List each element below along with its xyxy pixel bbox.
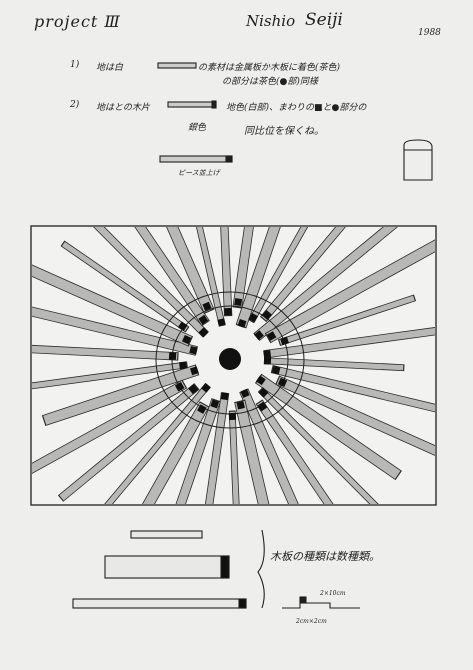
stick [264,227,435,344]
stick [232,227,273,309]
black-square [258,387,269,398]
black-square [177,321,188,332]
black-square [201,382,211,393]
black-square [202,301,212,311]
black-square [277,377,288,388]
stick [234,399,301,504]
black-square [220,392,229,401]
measure-1: 2×10cm [320,590,346,597]
black-square [189,366,199,376]
stick [270,364,435,417]
stick [32,361,188,396]
black-square [263,350,272,358]
note-3: ピース並上げ [178,169,220,177]
year: 1988 [418,28,441,38]
strip-sketch-2 [167,101,217,108]
strip-sketch-3 [159,155,233,163]
black-square [254,330,264,341]
stick [164,398,221,504]
black-square [266,331,277,341]
black-square [261,309,272,320]
profile-sketch [282,602,360,609]
stick [248,227,352,324]
black-square [217,318,226,327]
stick [255,399,336,504]
stick [106,401,210,504]
note-1-number: 1) [70,60,80,70]
note-1-main: 地は白 [96,63,124,73]
stick [216,227,233,317]
note-1-a: の素材は金属板か木板に着色(茶色) [198,63,341,73]
black-square [280,336,290,346]
bottom-strip-1 [130,530,203,539]
black-square [198,327,209,338]
black-square [189,346,198,355]
stick [57,383,200,502]
stick [124,227,210,327]
measure-2: 2cm×2cm [296,618,327,625]
stick [259,227,423,323]
black-square [271,365,281,375]
cylinder-sketch [403,139,433,181]
stick [32,339,179,361]
black-square [248,312,259,323]
stick [257,387,415,504]
black-square [257,401,268,412]
black-square [210,399,220,409]
black-square [188,384,199,395]
black-squares [168,298,290,421]
black-square [240,388,250,398]
black-square [224,307,232,316]
radiating-sticks [32,227,435,504]
outer-circle [155,291,305,429]
bottom-strip-2 [104,555,230,579]
stick [228,410,243,504]
black-square [174,382,185,392]
stick [32,239,194,347]
black-square [228,412,237,421]
project-title: project Ⅲ [34,12,121,31]
black-square [197,404,207,414]
stick [275,375,435,479]
stick [131,227,215,314]
black-square [168,352,177,360]
black-square [181,335,192,345]
black-square [255,375,266,386]
black-square [237,319,247,328]
black-square [198,314,209,325]
black-square [178,361,187,370]
strip-mark [211,100,217,109]
black-square [236,401,245,410]
note-2-main: 地はとの木片 [96,103,150,113]
note-2-c: 同比位を保くね。 [244,126,324,137]
center-disc [219,348,241,370]
stick [60,240,190,333]
strip-end-mark [225,155,233,163]
black-square [263,357,272,365]
stick [32,379,188,496]
note-2-a: 地色(白部)、まわりの■と●部分の [226,103,367,113]
note-1-b: の部分は茶色(●部)同様 [222,77,318,87]
note-2-number: 2) [70,100,80,110]
note-2-b: 銀色 [188,123,207,133]
note-4: 木板の種類は数種類。 [270,550,380,563]
strip-sketch-1 [157,62,197,69]
signature: Seiji [305,10,343,30]
bracket [257,529,265,609]
bottom-strip-3 [72,598,247,609]
black-square [234,298,243,307]
artist-name: Nishio [246,12,296,30]
stick [277,294,417,347]
